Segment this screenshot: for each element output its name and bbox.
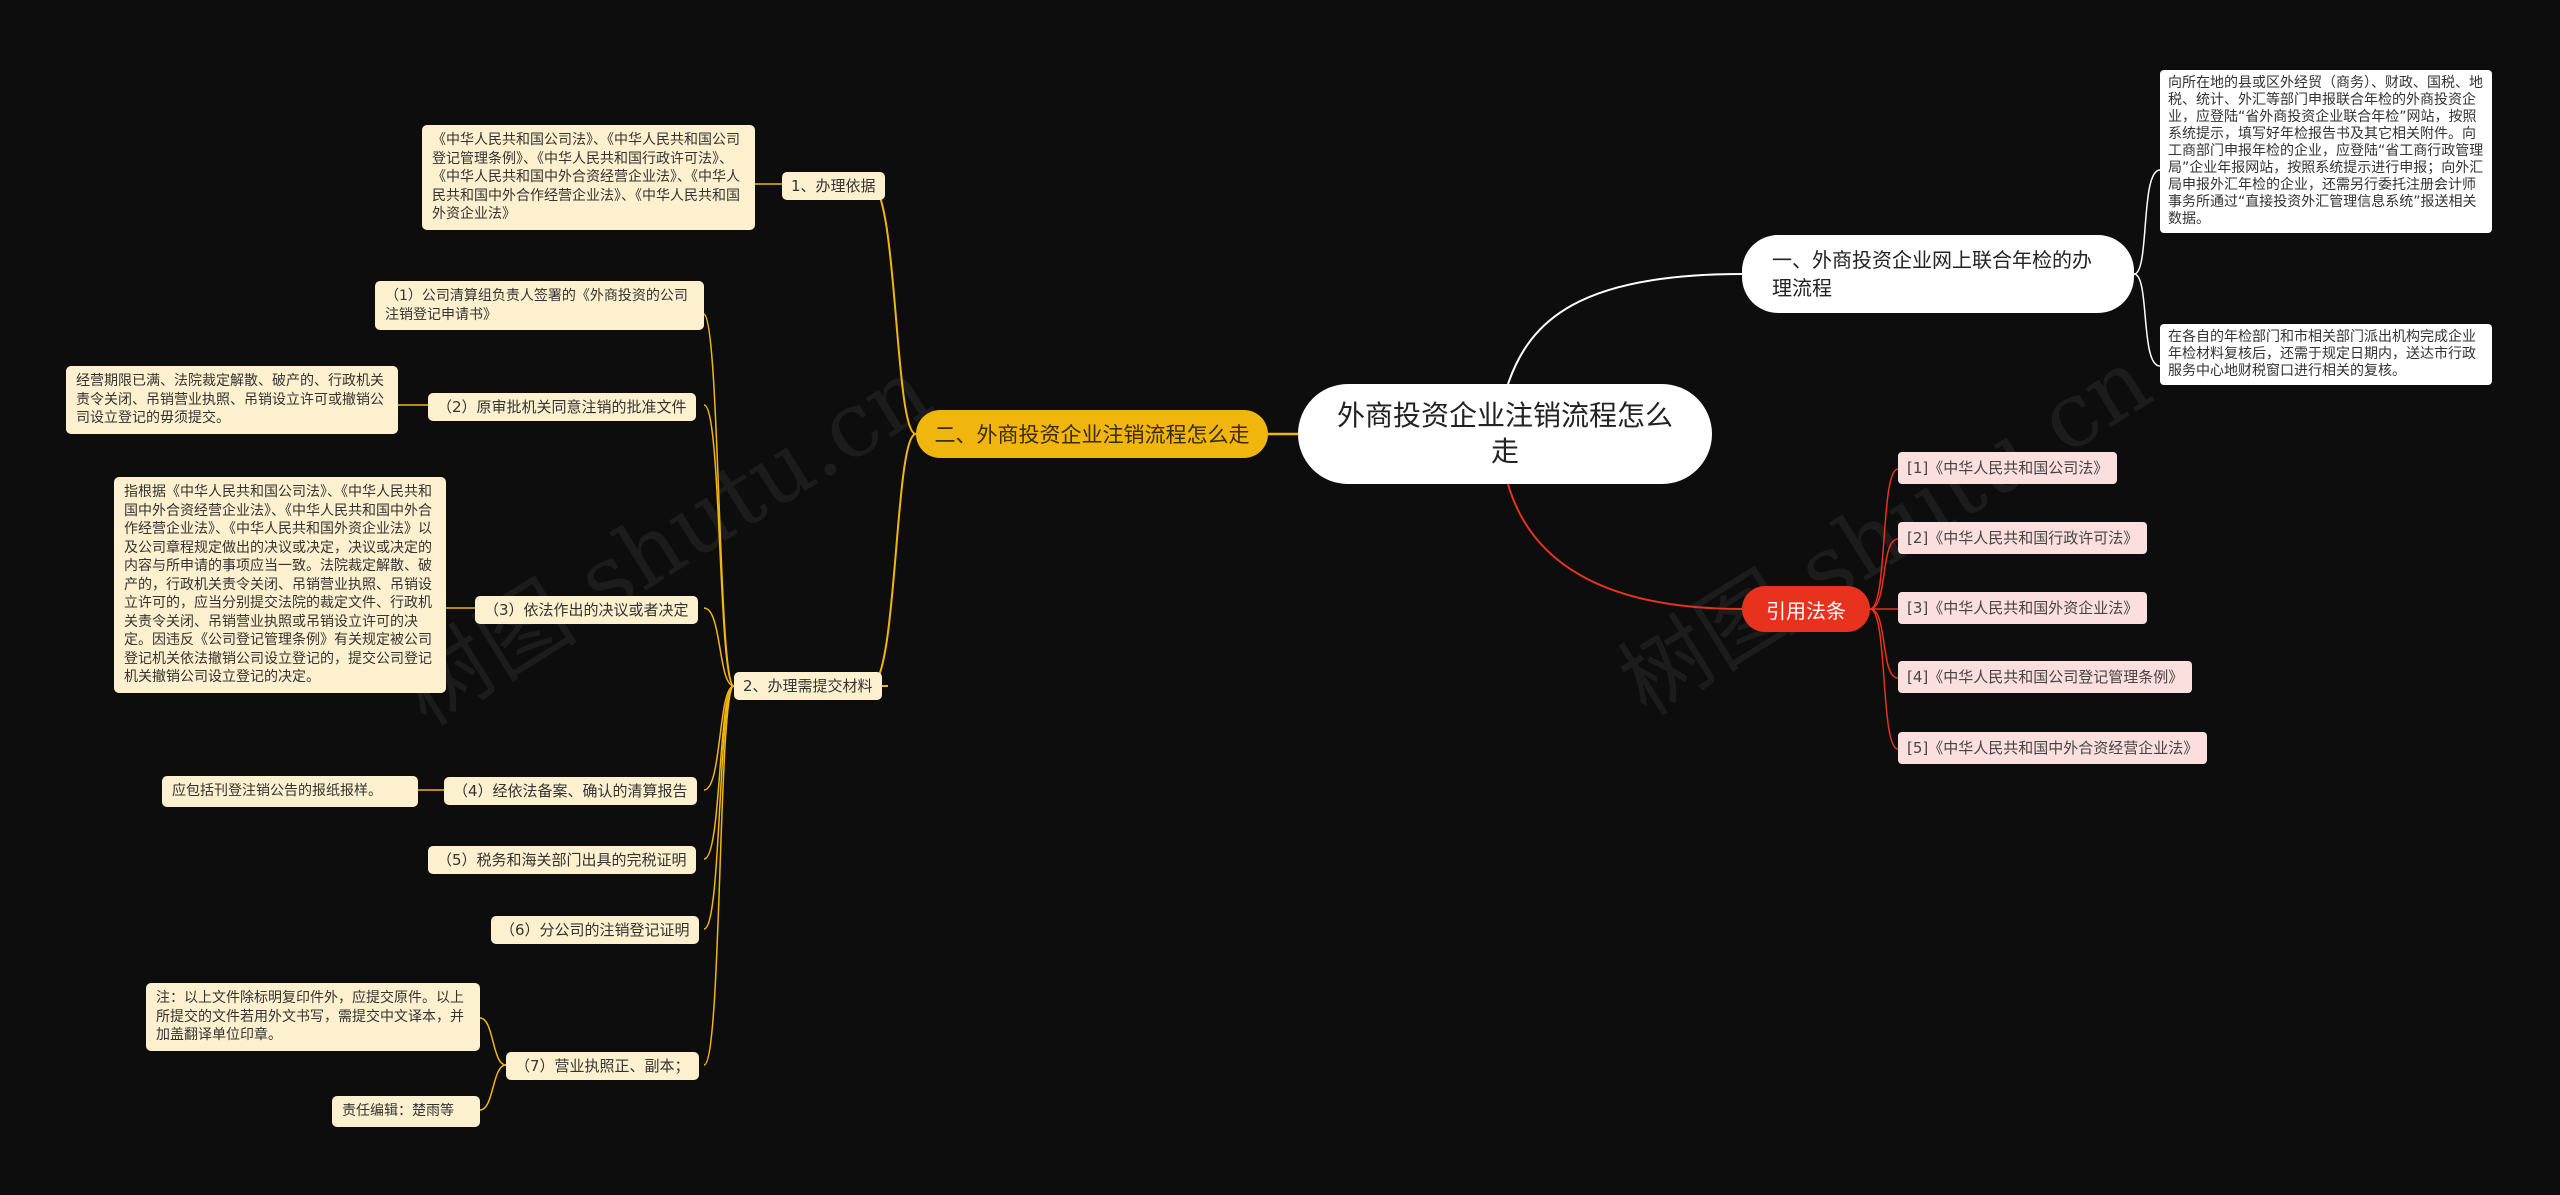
edge-center-right-top [1507, 273, 1743, 385]
edge-yellow-basis [859, 183, 917, 435]
material-item-1[interactable]: （1）公司清算组负责人签署的《外商投资的公司注销登记申请书》 [375, 281, 704, 330]
material-item-6[interactable]: （6）分公司的注销登记证明 [491, 916, 699, 944]
edge-center-red [1507, 483, 1743, 610]
branch-online-annual-inspection[interactable]: 一、外商投资企业网上联合年检的办理流程 [1742, 235, 2134, 313]
edge-materials-bracket [703, 313, 735, 687]
central-topic[interactable]: 外商投资企业注销流程怎么走 [1298, 384, 1712, 484]
material-item-7-note: 注：以上文件除标明复印件外，应提交原件。以上所提交的文件若用外文书写，需提交中文… [146, 983, 480, 1051]
material-item-4[interactable]: （4）经依法备案、确认的清算报告 [444, 777, 697, 805]
edge-red-refs [1869, 468, 1899, 610]
material-item-3[interactable]: （3）依法作出的决议或者决定 [475, 596, 698, 624]
ref-item-1[interactable]: [1]《中华人民共和国公司法》 [1898, 452, 2118, 484]
material-item-2[interactable]: （2）原审批机关同意注销的批准文件 [428, 393, 696, 421]
ref-item-2[interactable]: [2]《中华人民共和国行政许可法》 [1898, 522, 2148, 554]
branch-cited-laws[interactable]: 引用法条 [1742, 586, 1870, 632]
ref-item-3[interactable]: [3]《中华人民共和国外资企业法》 [1898, 592, 2148, 624]
edge-yellow-materials [869, 433, 917, 687]
edge-right-texts [2133, 169, 2161, 275]
material-item-7[interactable]: （7）营业执照正、副本； [506, 1052, 699, 1080]
topic-materials[interactable]: 2、办理需提交材料 [734, 672, 882, 700]
material-item-4-note: 应包括刊登注销公告的报纸报样。 [162, 776, 418, 807]
material-item-5[interactable]: （5）税务和海关部门出具的完税证明 [428, 846, 696, 874]
material-item-2-note: 经营期限已满、法院裁定解散、破产的、行政机关责令关闭、吊销营业执照、吊销设立许可… [66, 366, 398, 434]
editor-note: 责任编辑：楚雨等 [332, 1096, 480, 1127]
material-item-3-note: 指根据《中华人民共和国公司法》、《中华人民共和国中外合资经营企业法》、《中华人民… [114, 477, 446, 693]
ref-item-5[interactable]: [5]《中华人民共和国中外合资经营企业法》 [1898, 732, 2208, 764]
ref-item-4[interactable]: [4]《中华人民共和国公司登记管理条例》 [1898, 661, 2193, 693]
annual-inspection-text-2: 在各自的年检部门和市相关部门派出机构完成企业年检材料复核后，还需于规定日期内，送… [2160, 324, 2492, 385]
annual-inspection-text-1: 向所在地的县或区外经贸（商务）、财政、国税、地税、统计、外汇等部门申报联合年检的… [2160, 70, 2492, 233]
topic-basis[interactable]: 1、办理依据 [782, 172, 885, 200]
branch-cancellation-process[interactable]: 二、外商投资企业注销流程怎么走 [916, 410, 1268, 458]
basis-laws-text: 《中华人民共和国公司法》、《中华人民共和国公司登记管理条例》、《中华人民共和国行… [422, 125, 755, 230]
